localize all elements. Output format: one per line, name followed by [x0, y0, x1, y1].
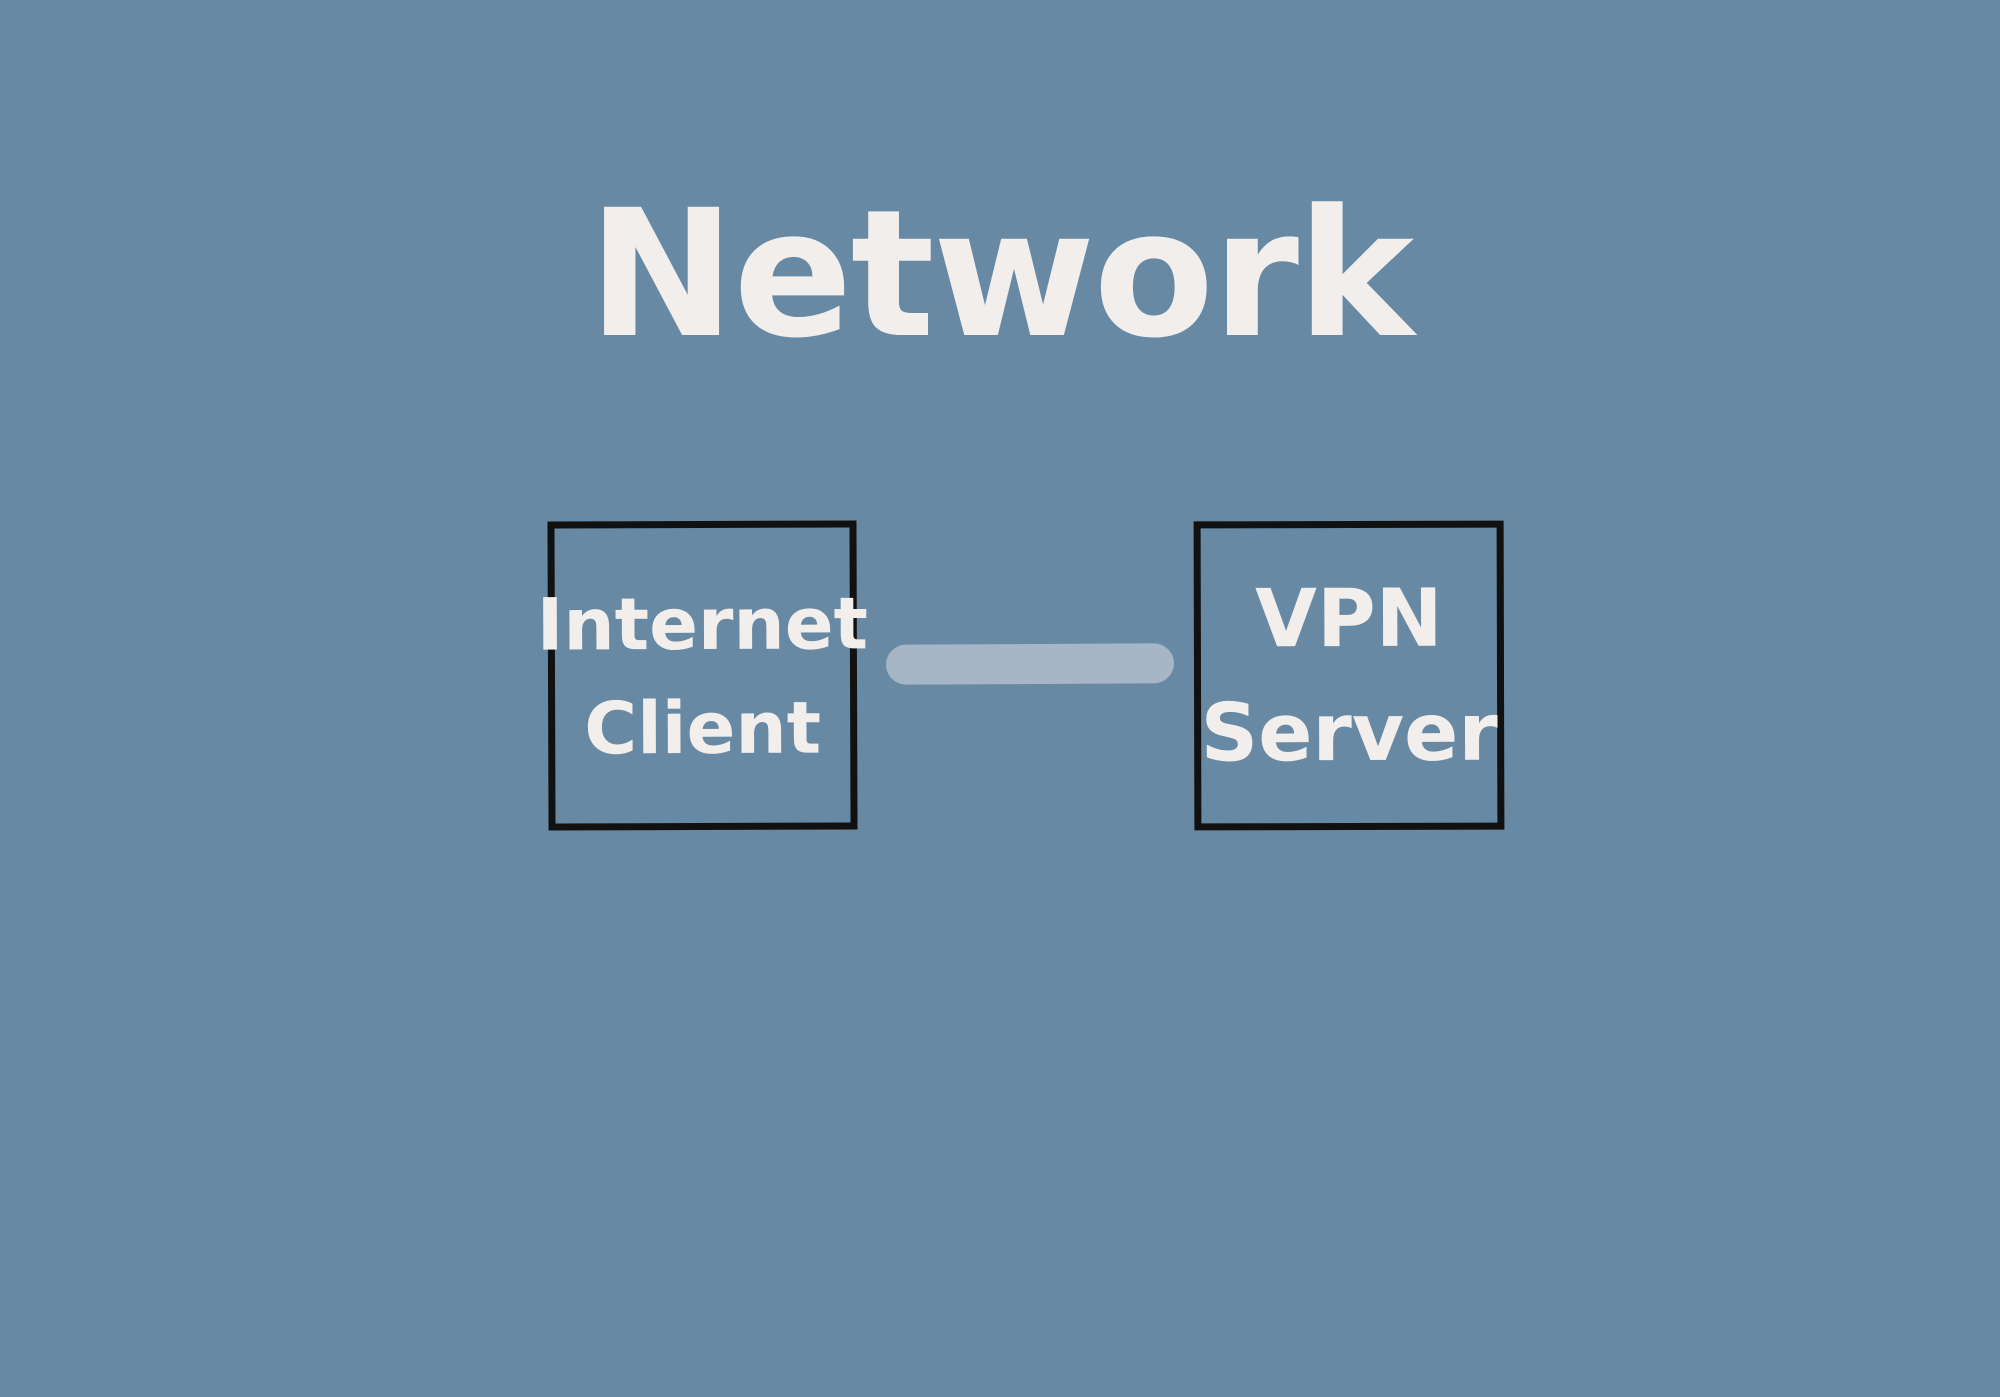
- node-vpn-server: VPN Server: [1193, 520, 1505, 831]
- connector-line: [885, 643, 1175, 685]
- diagram-title: Network: [587, 172, 1414, 377]
- node-label-line: VPN: [1254, 571, 1443, 665]
- node-label-line: Server: [1200, 685, 1498, 779]
- node-internet-client: Internet Client: [537, 520, 868, 831]
- node-label-line: Client: [584, 685, 822, 770]
- node-label-line: Internet: [536, 580, 869, 667]
